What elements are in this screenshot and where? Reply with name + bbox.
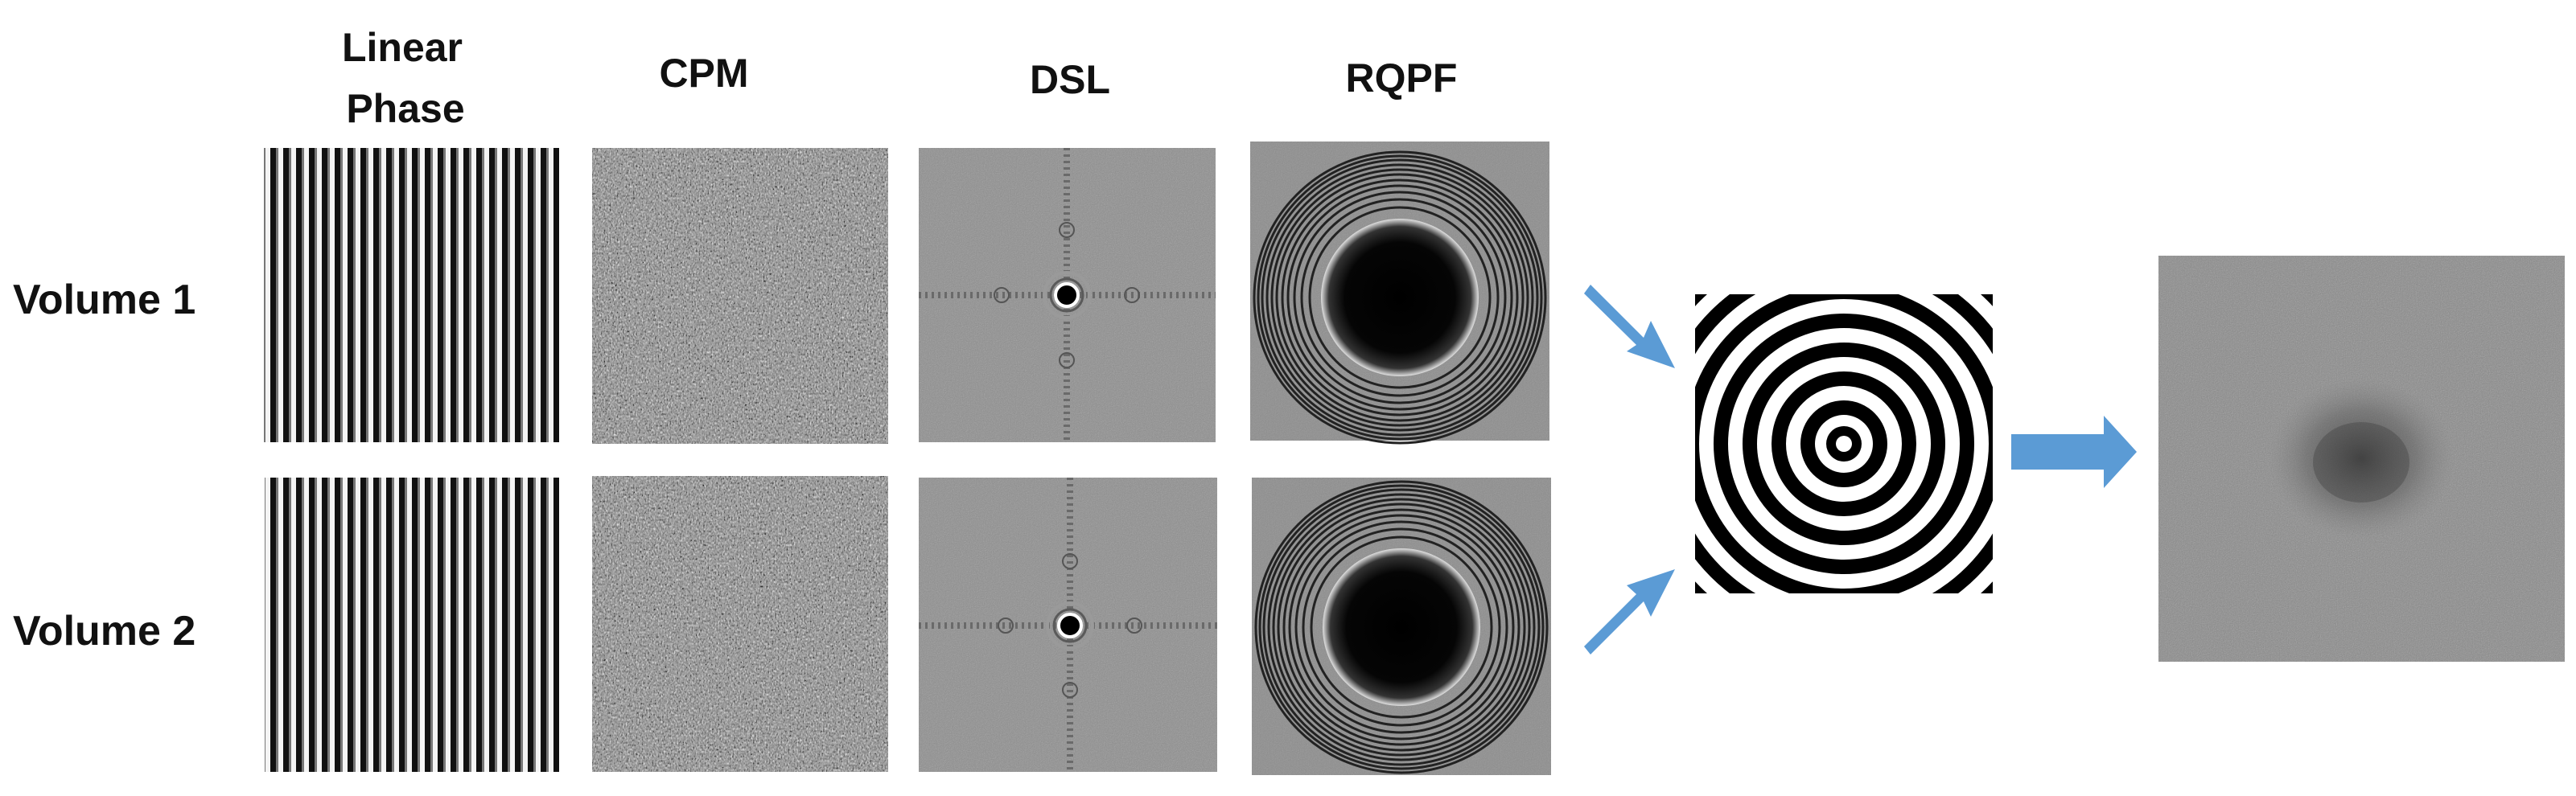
column-header-rqpf: RQPF [1346,55,1458,101]
dsl-panel-volume-2 [919,478,1217,772]
row-label-volume-2: Volume 2 [13,608,195,654]
arrow-right [2011,416,2137,488]
row-label-volume-1: Volume 1 [13,277,195,323]
linear-phase-panel-volume-2 [265,478,559,772]
output-panel [2158,256,2565,662]
combined-ring-mask-panel [1695,294,1993,593]
arrow-up-right [1584,569,1675,654]
rqpf-panel-volume-2 [1252,478,1551,775]
column-header-dsl: DSL [1030,57,1110,102]
rqpf-panel-volume-1 [1250,142,1549,445]
linear-phase-panel-volume-1 [264,148,559,442]
cpm-panel-volume-1 [592,148,888,444]
arrow-down-right [1584,285,1675,368]
dsl-panel-volume-1 [919,148,1216,442]
column-header-linear-phase-line2: Phase [346,86,464,131]
column-header-cpm: CPM [659,51,748,96]
cpm-panel-volume-2 [592,476,888,772]
column-header-linear-phase-line1: Linear [342,25,463,70]
